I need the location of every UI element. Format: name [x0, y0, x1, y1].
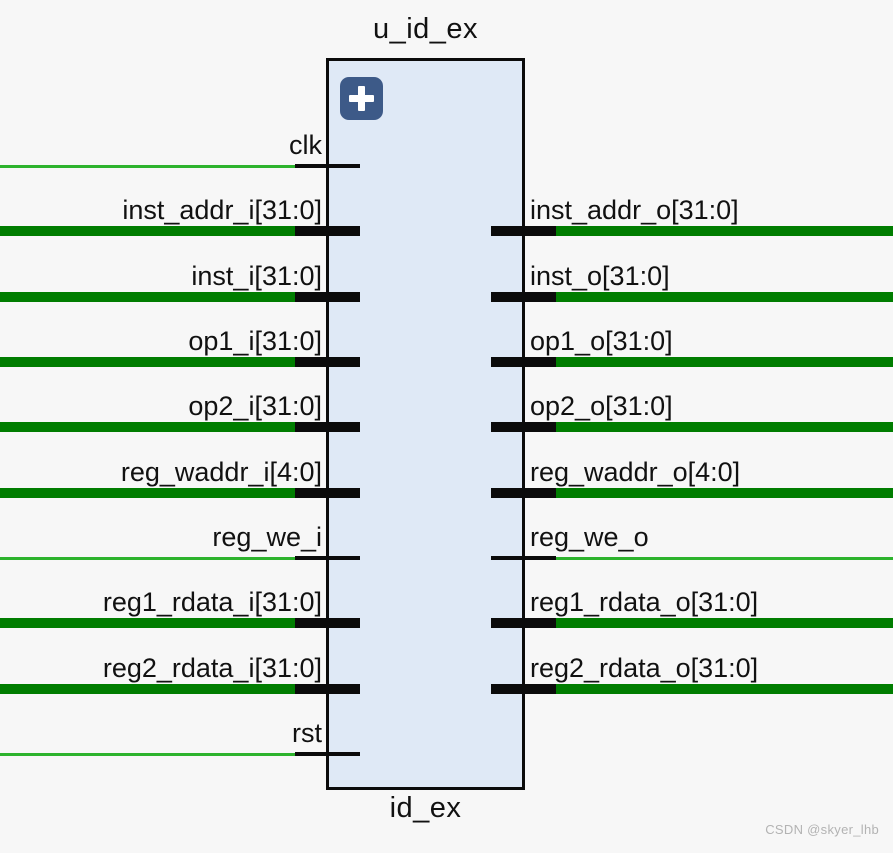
- port-stub[interactable]: [295, 164, 360, 168]
- port-label[interactable]: reg1_rdata_i[31:0]: [102, 587, 322, 617]
- port-label[interactable]: inst_i[31:0]: [191, 261, 322, 291]
- port-stub[interactable]: [491, 226, 556, 236]
- port-label[interactable]: reg_waddr_i[4:0]: [120, 457, 322, 487]
- module-type-label: id_ex: [389, 792, 462, 824]
- port-label[interactable]: rst: [292, 718, 322, 748]
- port-stub[interactable]: [295, 357, 360, 367]
- port-wire[interactable]: [556, 357, 893, 367]
- port-stub[interactable]: [295, 752, 360, 756]
- port-stub[interactable]: [295, 556, 360, 560]
- port-wire[interactable]: [556, 226, 893, 236]
- port-label[interactable]: reg2_rdata_i[31:0]: [102, 653, 322, 683]
- port-label[interactable]: reg_we_i: [212, 522, 322, 552]
- port-label[interactable]: op1_i[31:0]: [188, 326, 322, 356]
- expand-block-button[interactable]: [340, 77, 383, 120]
- port-label[interactable]: reg_we_o: [530, 522, 649, 552]
- port-stub[interactable]: [295, 684, 360, 694]
- port-wire[interactable]: [556, 488, 893, 498]
- instance-name-label: u_id_ex: [372, 13, 479, 45]
- port-wire[interactable]: [0, 422, 295, 432]
- port-stub[interactable]: [295, 292, 360, 302]
- port-stub[interactable]: [295, 422, 360, 432]
- port-label[interactable]: reg_waddr_o[4:0]: [530, 457, 741, 487]
- port-wire[interactable]: [0, 753, 295, 756]
- port-stub[interactable]: [295, 488, 360, 498]
- port-label[interactable]: inst_addr_i[31:0]: [122, 195, 322, 225]
- watermark-text: CSDN @skyer_lhb: [765, 822, 879, 837]
- port-wire[interactable]: [0, 557, 295, 560]
- port-label[interactable]: inst_o[31:0]: [530, 261, 670, 291]
- port-wire[interactable]: [0, 292, 295, 302]
- port-wire[interactable]: [0, 357, 295, 367]
- port-wire[interactable]: [556, 684, 893, 694]
- port-label[interactable]: clk: [289, 130, 322, 160]
- port-wire[interactable]: [0, 165, 295, 168]
- port-stub[interactable]: [491, 618, 556, 628]
- port-label[interactable]: reg1_rdata_o[31:0]: [530, 587, 759, 617]
- port-stub[interactable]: [491, 357, 556, 367]
- port-wire[interactable]: [0, 684, 295, 694]
- port-stub[interactable]: [491, 292, 556, 302]
- port-wire[interactable]: [556, 618, 893, 628]
- port-wire[interactable]: [556, 292, 893, 302]
- port-stub[interactable]: [295, 226, 360, 236]
- port-label[interactable]: op2_o[31:0]: [530, 391, 673, 421]
- port-wire[interactable]: [0, 226, 295, 236]
- port-stub[interactable]: [491, 684, 556, 694]
- port-wire[interactable]: [556, 557, 893, 560]
- port-label[interactable]: op2_i[31:0]: [188, 391, 322, 421]
- port-wire[interactable]: [0, 618, 295, 628]
- port-stub[interactable]: [491, 488, 556, 498]
- port-stub[interactable]: [295, 618, 360, 628]
- port-stub[interactable]: [491, 556, 556, 560]
- port-wire[interactable]: [556, 422, 893, 432]
- port-label[interactable]: op1_o[31:0]: [530, 326, 673, 356]
- port-label[interactable]: reg2_rdata_o[31:0]: [530, 653, 759, 683]
- port-label[interactable]: inst_addr_o[31:0]: [530, 195, 739, 225]
- port-wire[interactable]: [0, 488, 295, 498]
- plus-icon: [358, 86, 365, 111]
- port-stub[interactable]: [491, 422, 556, 432]
